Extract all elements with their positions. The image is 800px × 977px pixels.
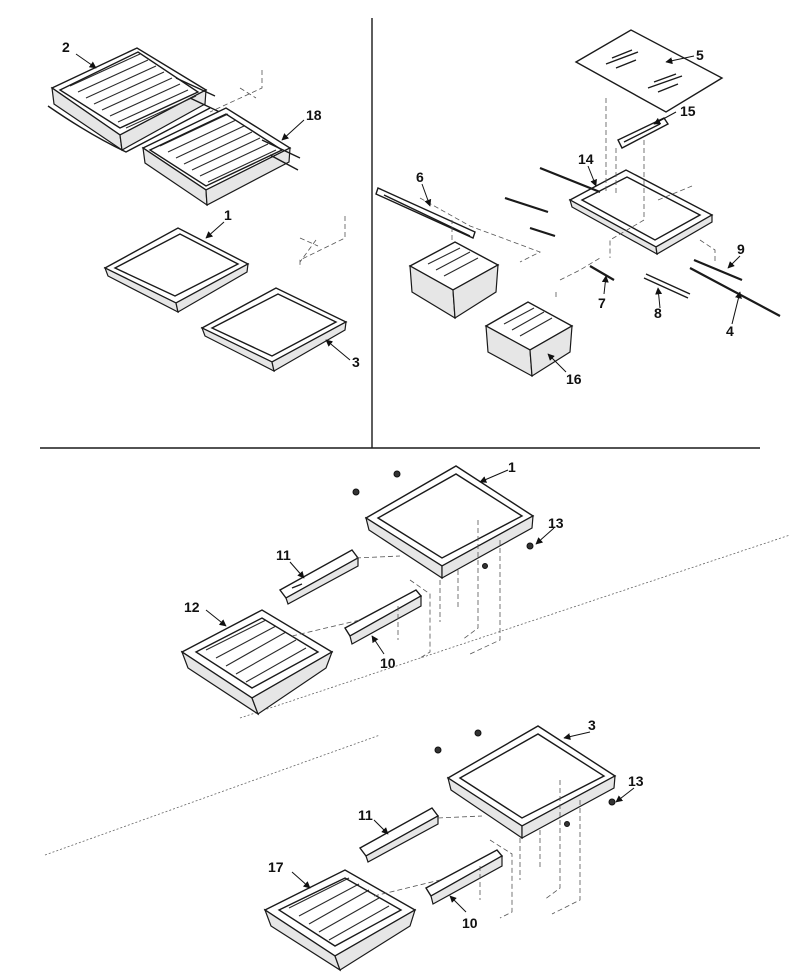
slide-rail-11-upper[interactable]: [278, 549, 360, 605]
callout-17: 17: [268, 859, 284, 875]
screw-icon: [352, 488, 360, 496]
callout-15: 15: [680, 103, 696, 119]
slide-rail-10-lower[interactable]: [425, 849, 504, 905]
long-rail-4[interactable]: [689, 267, 781, 317]
callout-10-middle: 10: [380, 655, 396, 671]
shelf-1-top[interactable]: [103, 227, 250, 314]
shelf-frame-14[interactable]: [568, 169, 714, 256]
rail-9[interactable]: [693, 258, 743, 282]
callout-3-lower: 3: [588, 717, 596, 733]
screw-icon: [608, 798, 616, 806]
rail-left-c[interactable]: [529, 226, 556, 238]
callout-18: 18: [306, 107, 322, 123]
crisper-drawer-left[interactable]: [408, 241, 500, 320]
slide-rail-15[interactable]: [617, 117, 670, 149]
callout-1-top: 1: [224, 207, 232, 223]
deli-drawer-18[interactable]: [141, 107, 301, 207]
guide-lower: [373, 780, 581, 919]
callout-14: 14: [578, 151, 594, 167]
screw-icon: [434, 746, 442, 754]
callout-7: 7: [598, 295, 606, 311]
guide-top-left: [209, 70, 346, 268]
callout-11-lower: 11: [358, 807, 373, 823]
callout-2-top: 2: [62, 39, 70, 55]
slide-rail-10-upper[interactable]: [344, 589, 423, 645]
guide-top-right: [419, 98, 716, 300]
glass-panel-5[interactable]: [574, 29, 724, 113]
crisper-drawer-17[interactable]: [263, 869, 417, 972]
callout-9: 9: [737, 241, 745, 257]
screw-icon: [564, 821, 570, 827]
callout-4: 4: [726, 323, 734, 339]
slide-rail-11-lower[interactable]: [358, 807, 440, 863]
callout-6: 6: [416, 169, 424, 185]
crisper-drawer-12[interactable]: [180, 609, 334, 716]
screw-icon: [474, 729, 482, 737]
callout-12: 12: [184, 599, 200, 615]
callout-3-top: 3: [352, 354, 360, 370]
rail-left-b[interactable]: [504, 196, 549, 214]
divider-diagonal-upper: [239, 534, 791, 719]
callout-10-lower: 10: [462, 915, 478, 931]
callout-16: 16: [566, 371, 582, 387]
divider-diagonal-lower: [44, 734, 381, 856]
callout-13-middle: 13: [548, 515, 564, 531]
callout-11-middle: 11: [276, 547, 291, 563]
callout-8: 8: [654, 305, 662, 321]
callout-13-lower: 13: [628, 773, 644, 789]
rail-8[interactable]: [643, 273, 691, 299]
callout-leaders: [75, 53, 742, 913]
rail-left-a[interactable]: [539, 166, 601, 194]
shelf-3-lower[interactable]: [446, 725, 617, 840]
callout-5: 5: [696, 47, 704, 63]
deli-drawer-2[interactable]: [47, 47, 227, 153]
shelf-3-top[interactable]: [200, 287, 348, 373]
long-rail-6[interactable]: [375, 187, 476, 239]
callout-1-middle: 1: [508, 459, 516, 475]
rail-7[interactable]: [589, 265, 615, 281]
screw-icon: [526, 542, 534, 550]
screw-icon: [393, 470, 401, 478]
screw-icon: [482, 563, 488, 569]
shelf-1-middle[interactable]: [364, 465, 535, 580]
guide-middle: [291, 520, 501, 659]
crisper-drawer-16[interactable]: [484, 301, 574, 378]
